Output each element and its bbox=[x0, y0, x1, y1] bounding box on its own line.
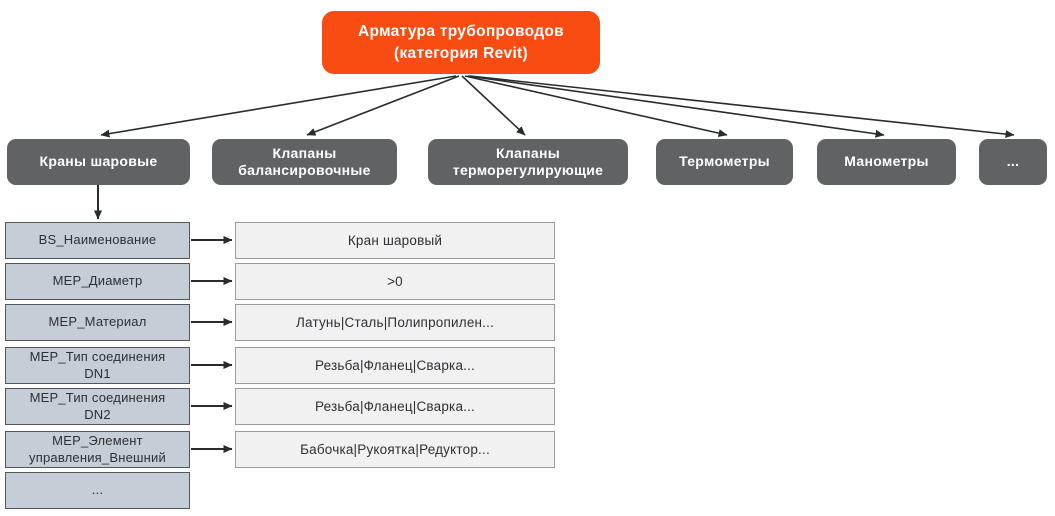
category-node-thermometers: Термометры bbox=[656, 139, 793, 185]
parameter-node-ellipsis: ... bbox=[5, 472, 190, 509]
edge-root-to-category-0 bbox=[100, 75, 457, 138]
edge-root-to-category-4 bbox=[467, 75, 885, 138]
value-node-mep-connection-dn2: Резьба|Фланец|Сварка... bbox=[235, 388, 555, 425]
parameter-node-mep-control-element: MEP_Элемент управления_Внешний bbox=[5, 431, 190, 468]
value-node-mep-material: Латунь|Сталь|Полипропилен... bbox=[235, 304, 555, 341]
edge-root-to-category-5 bbox=[469, 75, 1015, 139]
value-node-mep-connection-dn1: Резьба|Фланец|Сварка... bbox=[235, 347, 555, 384]
edge-root-to-category-2 bbox=[461, 75, 526, 136]
category-node-ellipsis: ... bbox=[979, 139, 1047, 185]
edge-root-to-category-3 bbox=[464, 75, 728, 138]
value-node-mep-control-element: Бабочка|Рукоятка|Редуктор... bbox=[235, 431, 555, 468]
parameter-node-bs-name: BS_Наименование bbox=[5, 222, 190, 259]
parameter-node-mep-diameter: MEP_Диаметр bbox=[5, 263, 190, 300]
edge-root-to-category-1 bbox=[306, 75, 460, 136]
parameter-node-mep-material: MEP_Материал bbox=[5, 304, 190, 341]
value-node-mep-diameter: >0 bbox=[235, 263, 555, 300]
root-node-pipe-accessories: Арматура трубопроводов (категория Revit) bbox=[322, 11, 600, 74]
parameter-node-mep-connection-dn2: MEP_Тип соединения DN2 bbox=[5, 388, 190, 425]
category-node-manometers: Манометры bbox=[817, 139, 956, 185]
value-node-bs-name: Кран шаровый bbox=[235, 222, 555, 259]
category-node-balancing-valves: Клапаны балансировочные bbox=[212, 139, 397, 185]
category-node-thermoreg-valves: Клапаны терморегулирующие bbox=[428, 139, 628, 185]
parameter-node-mep-connection-dn1: MEP_Тип соединения DN1 bbox=[5, 347, 190, 384]
category-node-ball-valves: Краны шаровые bbox=[7, 139, 190, 185]
